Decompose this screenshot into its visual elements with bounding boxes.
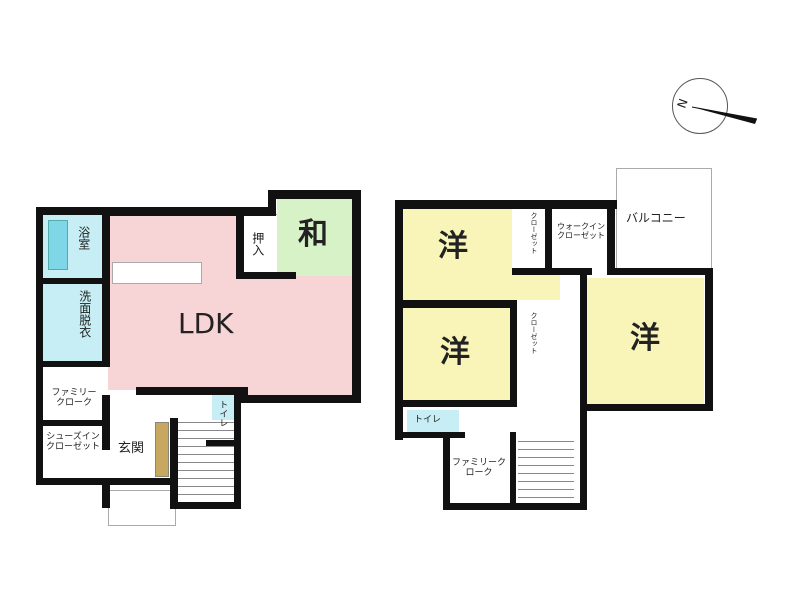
western-room-1-ext xyxy=(500,275,560,300)
wall xyxy=(607,268,713,275)
oshiire-label: 押入 xyxy=(250,232,265,256)
balcony-label: バルコニー xyxy=(626,211,686,225)
wall xyxy=(580,404,713,411)
wall xyxy=(705,268,713,410)
wall xyxy=(395,400,517,407)
western-room-3 xyxy=(586,278,704,404)
western-room-2 xyxy=(400,306,515,400)
wall xyxy=(102,207,110,367)
wall xyxy=(236,272,296,279)
washroom xyxy=(42,284,104,362)
kitchen-counter xyxy=(112,262,202,284)
compass: N xyxy=(672,78,758,134)
bathtub xyxy=(48,220,68,270)
closet-2-label: クローゼット xyxy=(530,312,539,354)
wall xyxy=(443,432,450,510)
stairs xyxy=(178,420,236,502)
stairs-2 xyxy=(518,435,574,505)
wall xyxy=(395,432,465,438)
washroom-label: 洗面脱衣 xyxy=(77,290,92,338)
family-cloak-label: ファミリークローク xyxy=(51,388,97,409)
closet-1-label: クローゼット xyxy=(530,212,539,254)
wall xyxy=(395,200,617,209)
wall xyxy=(395,300,517,308)
wall xyxy=(240,395,361,403)
toilet-label: トイレ xyxy=(217,400,228,427)
entrance-label: 玄関 xyxy=(118,441,145,456)
shoes-closet-label: シューズインクローゼット xyxy=(46,432,101,453)
wall xyxy=(510,300,517,405)
entrance-porch xyxy=(108,490,176,526)
wall xyxy=(395,200,403,440)
washitsu-room xyxy=(277,198,355,276)
western-2-label: 洋 xyxy=(440,335,470,370)
wall xyxy=(136,387,248,395)
wall xyxy=(234,395,241,509)
wall xyxy=(512,268,592,275)
western-3-label: 洋 xyxy=(630,321,660,356)
toilet-room-2 xyxy=(407,410,459,432)
ldk-label: LDK xyxy=(178,307,234,340)
bath-label: 浴室 xyxy=(76,226,91,250)
wall xyxy=(580,275,587,510)
wall xyxy=(268,190,276,216)
compass-arrow-icon xyxy=(691,106,758,124)
ldk-room-extension xyxy=(245,385,357,397)
wall xyxy=(510,432,516,510)
wall xyxy=(36,420,106,426)
western-room-1 xyxy=(400,208,512,300)
wall xyxy=(102,395,110,450)
washitsu-label: 和 xyxy=(298,217,328,252)
wall xyxy=(104,207,274,216)
walkin-closet-label: ウォークインクローゼット xyxy=(557,222,605,241)
wall xyxy=(268,190,360,199)
toilet-2-label: トイレ xyxy=(414,415,442,425)
western-1-label: 洋 xyxy=(438,229,468,264)
wall xyxy=(170,418,178,508)
wall xyxy=(36,207,43,485)
wall xyxy=(170,502,240,509)
wall xyxy=(352,190,361,400)
wall xyxy=(36,278,108,284)
wall xyxy=(236,214,244,276)
shoe-rack xyxy=(155,422,169,477)
wall xyxy=(102,478,110,508)
family-cloak-2-label: ファミリークローク xyxy=(452,458,507,479)
wall xyxy=(607,200,615,275)
wall xyxy=(36,361,108,367)
wall xyxy=(206,440,236,446)
wall xyxy=(545,200,552,270)
wall xyxy=(36,207,112,215)
